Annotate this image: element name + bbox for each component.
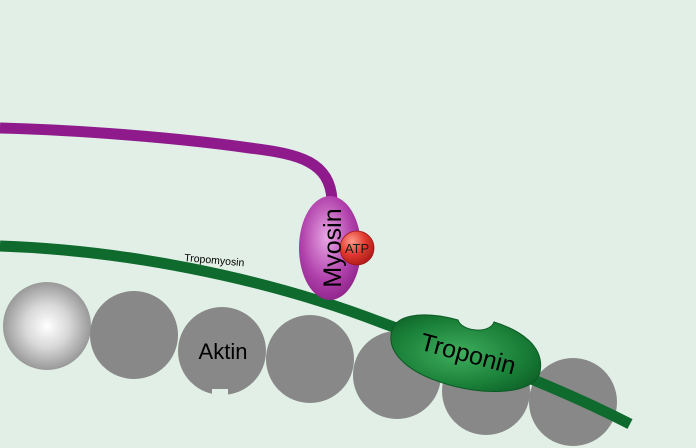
actin-binding-notch: [212, 389, 228, 399]
actin-bead: [90, 291, 178, 379]
atp-molecule: [339, 230, 375, 266]
actin-label: Aktin: [199, 339, 248, 364]
tropomyosin-strand: [0, 240, 633, 429]
myosin-label: Myosin: [319, 208, 347, 287]
actin-bead-labeled: [178, 307, 266, 395]
troponin-body: [390, 314, 542, 392]
atp-label: ATP: [345, 241, 369, 256]
troponin-complex: [390, 314, 542, 392]
actin-bead: [266, 315, 354, 403]
actin-filament: [3, 282, 617, 446]
myosin-tail: [0, 122, 338, 201]
actin-bead-highlighted: [3, 282, 91, 370]
myosin-head: [299, 196, 361, 300]
tropomyosin-label: Tropomyosin: [184, 252, 245, 269]
